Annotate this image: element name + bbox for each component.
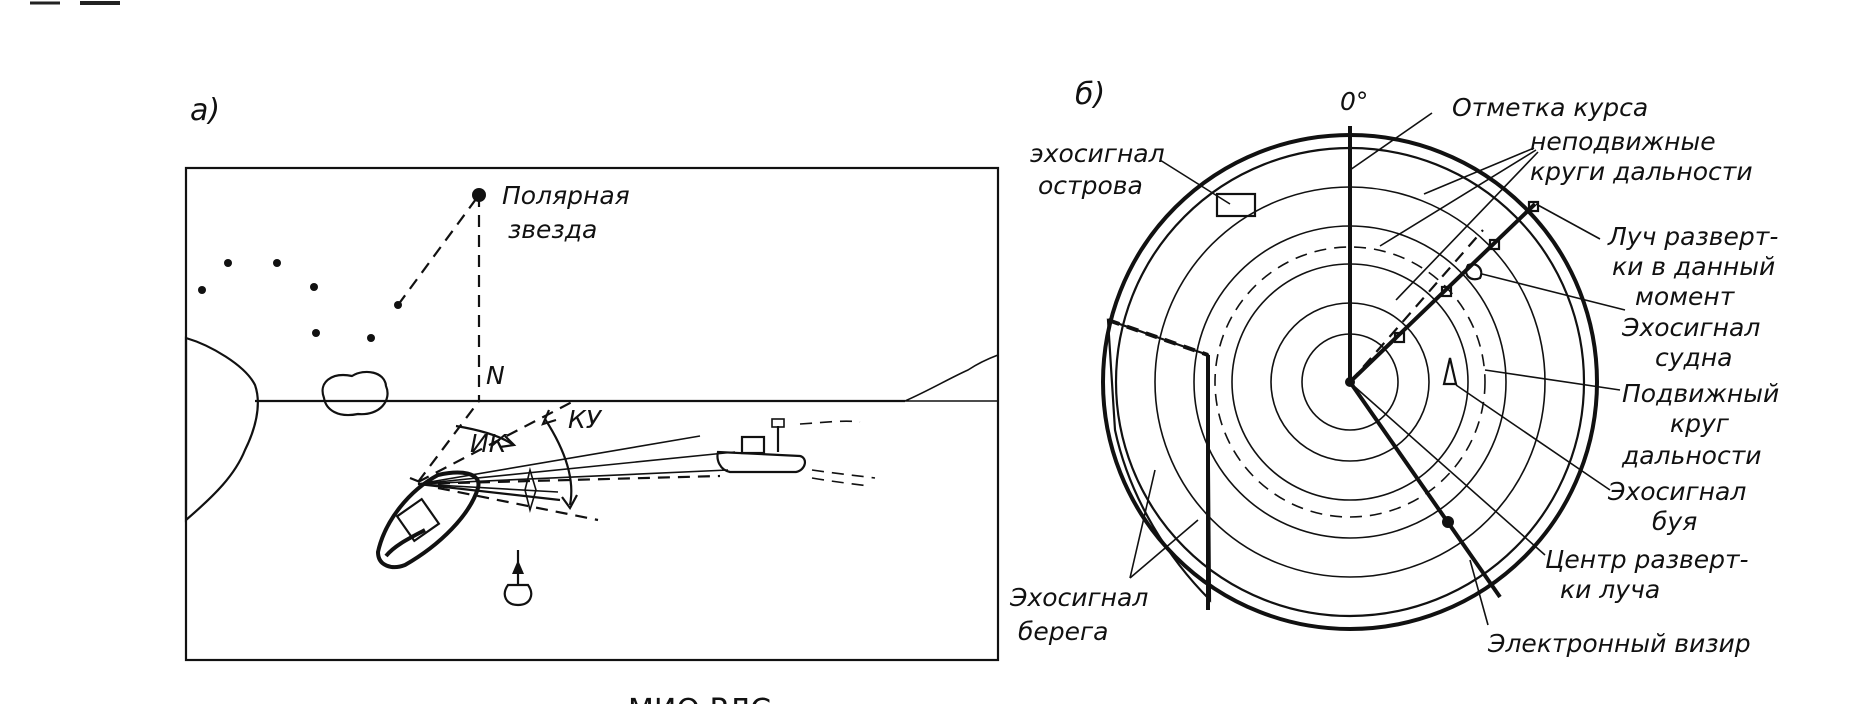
ship-echo-label-1: Эхосигнал <box>1621 313 1760 342</box>
leader-lines <box>1129 112 1626 626</box>
sweep-center-label-2: ки луча <box>1560 575 1660 604</box>
panel-a: а) Полярная звезда N ИК <box>184 93 1000 662</box>
fixed-rings-label-2: круги дальности <box>1530 157 1753 186</box>
polaris-label-1: Полярная <box>502 181 630 210</box>
sweep-beam-label-2: ки в данный <box>1612 252 1775 281</box>
right-hills <box>904 353 999 402</box>
pointer-line <box>397 194 480 306</box>
movable-ring-label-2: круг <box>1670 409 1730 438</box>
ship-bearing-line <box>1349 229 1484 383</box>
ku-label: КУ <box>568 405 603 434</box>
bottom-caption: МИО РЛС <box>628 693 771 704</box>
bottom-caption-clip: МИО РЛС <box>628 693 771 704</box>
panel-a-letter: а) <box>190 93 220 128</box>
buoy-echo-label-2: буя <box>1652 507 1697 536</box>
north-label: N <box>486 361 505 390</box>
sweep-beam-label-3: момент <box>1635 282 1736 311</box>
ik-label: ИК <box>470 429 508 458</box>
ebl-marker <box>1442 516 1454 528</box>
panel-b: б) 0° <box>1009 77 1779 658</box>
course-mark-label: Отметка курса <box>1452 93 1648 122</box>
panel-b-letter: б) <box>1075 77 1105 112</box>
movable-range-ring <box>1214 246 1486 518</box>
zero-degree-label: 0° <box>1340 87 1368 116</box>
island <box>321 370 389 417</box>
polaris-label-2: звезда <box>508 215 597 244</box>
ship-echo <box>1465 263 1483 281</box>
island-echo-label-2: острова <box>1038 171 1143 200</box>
ship-echo-label-2: судна <box>1655 343 1733 372</box>
ik-arc <box>455 424 513 445</box>
pulse-shape <box>524 466 537 514</box>
electronic-bearing-line <box>1348 380 1502 599</box>
beam-markers <box>1393 200 1540 344</box>
coast-echo-label-2: берега <box>1018 617 1109 646</box>
radar-beams <box>417 435 736 502</box>
coast-edge <box>1107 318 1209 357</box>
ik-arrow <box>499 435 517 449</box>
big-dipper-stars <box>198 259 402 342</box>
ebl-label: Электронный визир <box>1487 629 1751 658</box>
own-ship <box>375 470 481 570</box>
coast-echo-label-1: Эхосигнал <box>1009 583 1148 612</box>
fixed-rings-label-1: неподвижные <box>1530 127 1716 156</box>
sweep-center-label-1: Центр разверт- <box>1545 545 1749 574</box>
movable-ring-label-1: Подвижный <box>1622 379 1779 408</box>
sweep-center-dot <box>1345 377 1355 387</box>
ku-arc <box>544 418 573 506</box>
ku-arrow-top <box>541 409 557 426</box>
left-cliff <box>184 336 259 523</box>
island-echo <box>1215 192 1257 218</box>
course-line <box>417 400 480 483</box>
island-echo-label-1: эхосигнал <box>1030 139 1165 168</box>
target-ship <box>716 418 876 487</box>
buoy <box>503 550 533 607</box>
ku-arrow-bottom <box>561 494 578 511</box>
buoy-echo <box>1442 357 1458 386</box>
buoy-echo-label-1: Эхосигнал <box>1607 477 1746 506</box>
movable-ring-label-3: дальности <box>1621 441 1762 470</box>
lower-dashed-line <box>437 486 599 522</box>
sweep-beam-label-1: Луч разверт- <box>1607 222 1778 251</box>
